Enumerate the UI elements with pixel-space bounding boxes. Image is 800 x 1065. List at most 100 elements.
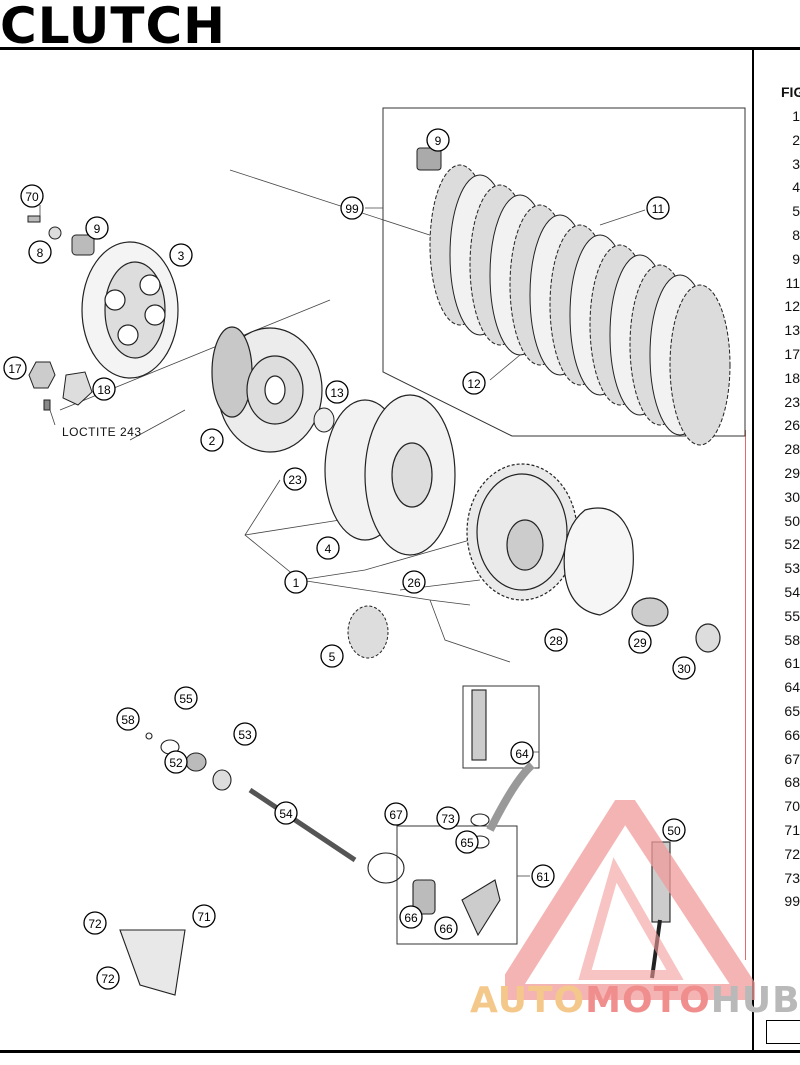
parts-list-item: 29 [784, 464, 800, 481]
callout-28: 28 [544, 628, 568, 652]
parts-list-item: 99 [784, 893, 800, 910]
red-margin-line [745, 430, 746, 960]
callout-label: 72 [88, 917, 102, 931]
parts-list-item: 30 [784, 488, 800, 505]
callout-label: 26 [407, 576, 421, 590]
callout-label: 55 [179, 692, 193, 706]
parts-list-header: FIG [781, 84, 800, 100]
parts-list-item: 67 [784, 750, 800, 767]
callout-53: 53 [233, 722, 257, 746]
callout-70: 70 [20, 184, 44, 208]
callout-label: 53 [238, 728, 252, 742]
callout-label: 3 [178, 249, 185, 263]
callout-4: 4 [316, 536, 340, 560]
parts-list-item: 71 [784, 821, 800, 838]
parts-list-item: 55 [784, 607, 800, 624]
callout-label: 54 [279, 807, 293, 821]
parts-list-item: 70 [784, 798, 800, 815]
callout-9: 9 [85, 216, 109, 240]
parts-list-item: 52 [784, 536, 800, 553]
parts-list-item: 18 [784, 369, 800, 386]
parts-list-item: 53 [784, 560, 800, 577]
callout-66: 66 [399, 905, 423, 929]
callout-label: 73 [441, 812, 455, 826]
callout-label: 72 [101, 972, 115, 986]
parts-list-item: 2 [792, 131, 800, 148]
callout-label: 2 [209, 434, 216, 448]
callout-11: 11 [646, 196, 670, 220]
callout-label: 29 [633, 636, 647, 650]
callout-1: 1 [284, 570, 308, 594]
callout-label: 65 [460, 836, 474, 850]
parts-list-item: 65 [784, 702, 800, 719]
callout-label: 12 [467, 377, 481, 391]
parts-list-item: 50 [784, 512, 800, 529]
parts-list-item: 3 [792, 155, 800, 172]
callout-label: 5 [329, 650, 336, 664]
callout-64: 64 [510, 741, 534, 765]
bottom-rule [0, 1050, 800, 1053]
callout-label: 9 [94, 222, 101, 236]
callout-label: 71 [197, 910, 211, 924]
callout-label: 17 [8, 362, 22, 376]
parts-list-item: 5 [792, 203, 800, 220]
callout-54: 54 [274, 801, 298, 825]
callout-2: 2 [200, 428, 224, 452]
clutch-plate [669, 284, 731, 446]
watermark-text: AUTOMOTOHUB [470, 980, 800, 1021]
callout-65: 65 [455, 830, 479, 854]
callout-label: 8 [37, 246, 44, 260]
parts-list-item: 28 [784, 441, 800, 458]
callout-label: 70 [25, 190, 39, 204]
clutch-basket-2 [211, 326, 323, 453]
callout-12: 12 [462, 371, 486, 395]
callout-23: 23 [283, 467, 307, 491]
callout-18: 18 [92, 377, 116, 401]
callout-50: 50 [662, 818, 686, 842]
parts-list-item: 4 [792, 179, 800, 196]
parts-list-item: 23 [784, 393, 800, 410]
parts-list-item: 9 [792, 250, 800, 267]
callout-66: 66 [434, 916, 458, 940]
top-rule [0, 47, 800, 50]
callout-71: 71 [192, 904, 216, 928]
callout-67: 67 [384, 802, 408, 826]
parts-list-item: 68 [784, 774, 800, 791]
callout-99: 99 [340, 196, 364, 220]
callout-label: 28 [549, 634, 563, 648]
callout-73: 73 [436, 806, 460, 830]
parts-list-item: 72 [784, 845, 800, 862]
callout-8: 8 [28, 240, 52, 264]
callout-label: 66 [439, 922, 453, 936]
callout-72: 72 [96, 966, 120, 990]
callout-26: 26 [402, 570, 426, 594]
parts-list-item: 58 [784, 631, 800, 648]
parts-list-item: 17 [784, 345, 800, 362]
loctite-note: LOCTITE 243 [62, 425, 142, 439]
plate-set-box [382, 107, 746, 437]
callout-label: 58 [121, 713, 135, 727]
callout-29: 29 [628, 630, 652, 654]
callout-55: 55 [174, 686, 198, 710]
parts-list-item: 64 [784, 679, 800, 696]
watermark-logo [505, 800, 755, 1000]
parts-list-item: 61 [784, 655, 800, 672]
plate-stack [429, 164, 731, 446]
callout-label: 23 [288, 473, 302, 487]
page-title: CLUTCH [0, 0, 227, 55]
callout-label: 11 [652, 202, 665, 216]
primary-gear [466, 463, 578, 601]
callout-label: 61 [536, 870, 550, 884]
parts-list-item: 8 [792, 226, 800, 243]
column-divider [752, 47, 754, 1053]
parts-list-item: 26 [784, 417, 800, 434]
callout-label: 50 [667, 824, 681, 838]
callout-3: 3 [169, 243, 193, 267]
parts-list-item: 11 [785, 274, 800, 291]
callout-label: 99 [345, 202, 359, 216]
parts-list-item: 1 [792, 108, 800, 124]
parts-list-item: 54 [784, 583, 800, 600]
callout-label: 18 [97, 383, 111, 397]
